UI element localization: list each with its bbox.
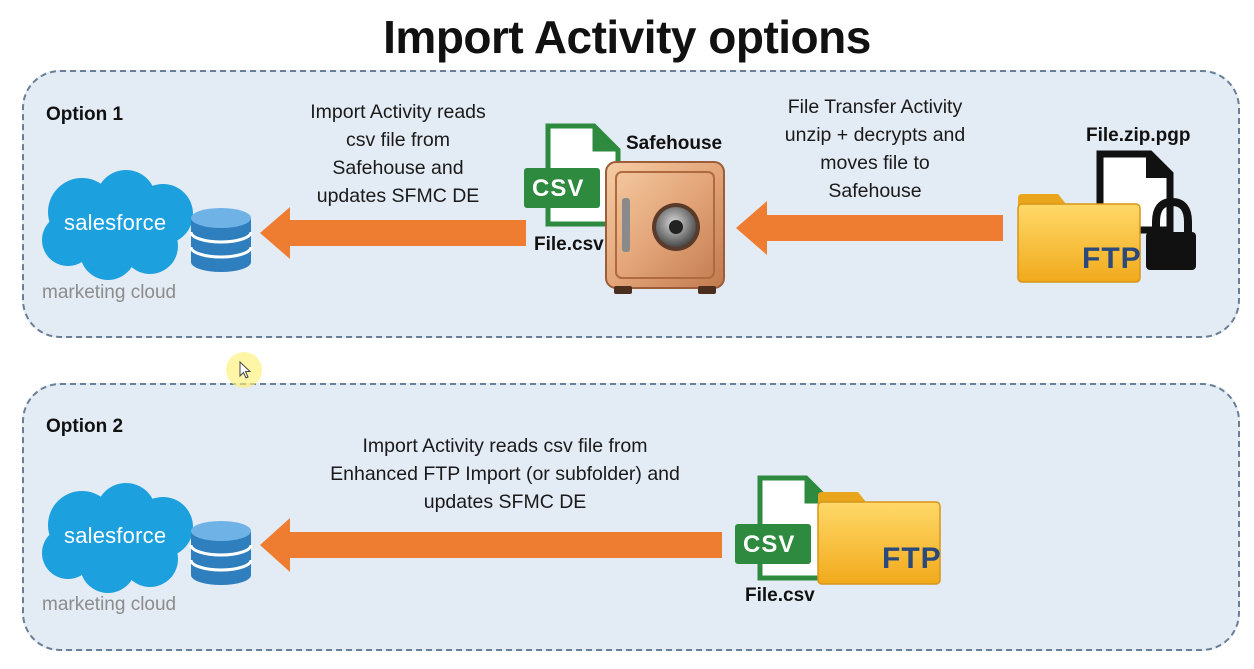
desc-line: updates SFMC DE xyxy=(423,491,587,513)
desc-line: File Transfer Activity xyxy=(787,96,963,118)
ftp-folder-text-2: FTP xyxy=(882,542,942,575)
arrow-to-safehouse xyxy=(736,201,1003,255)
desc-line: Import Activity reads xyxy=(310,101,486,123)
option-1-label: Option 1 xyxy=(46,104,124,125)
marketing-cloud-text-1: marketing cloud xyxy=(42,282,177,303)
marketing-cloud-text-2: marketing cloud xyxy=(42,594,177,615)
desc-line: updates SFMC DE xyxy=(316,185,480,207)
database-icon-2 xyxy=(189,521,253,585)
desc-line: Enhanced FTP Import (or subfolder) and xyxy=(330,463,680,485)
csv-badge-text-1: CSV xyxy=(532,175,585,202)
desc-line: csv file from xyxy=(345,129,450,151)
option-2-label: Option 2 xyxy=(46,416,124,437)
option-1-import-description: Import Activity reads csv file from Safe… xyxy=(258,98,538,210)
ftp-folder-icon-1 xyxy=(1017,194,1141,283)
desc-line: Import Activity reads csv file from xyxy=(362,435,648,457)
desc-line: unzip + decrypts and xyxy=(784,124,966,146)
lock-icon xyxy=(1146,197,1196,270)
salesforce-logo-text-2: salesforce xyxy=(64,523,167,548)
csv-file-icon-2 xyxy=(735,475,833,581)
ftp-folder-text-1: FTP xyxy=(1082,242,1142,275)
salesforce-cloud-icon-1 xyxy=(42,170,193,280)
option-2-import-description: Import Activity reads csv file from Enha… xyxy=(300,432,710,516)
page-title: Import Activity options xyxy=(383,11,871,63)
file-csv-label-1: File.csv xyxy=(534,234,604,255)
salesforce-logo-text-1: salesforce xyxy=(64,210,167,235)
arrow-to-salesforce-2 xyxy=(260,518,722,572)
safehouse-label: Safehouse xyxy=(626,133,723,154)
pointer-icon xyxy=(239,360,252,379)
file-zip-pgp-label: File.zip.pgp xyxy=(1086,125,1191,146)
desc-line: Safehouse and xyxy=(332,157,464,179)
desc-line: Safehouse xyxy=(828,180,922,202)
desc-line: moves file to xyxy=(820,152,930,174)
option-2-panel xyxy=(22,383,1240,651)
database-icon-1 xyxy=(189,208,253,272)
salesforce-cloud-icon-2 xyxy=(42,483,193,593)
arrow-to-salesforce-1 xyxy=(260,207,526,259)
mouse-cursor-highlight xyxy=(226,352,262,388)
file-csv-label-2: File.csv xyxy=(745,585,815,606)
option-1-transfer-description: File Transfer Activity unzip + decrypts … xyxy=(744,93,1006,205)
ftp-folder-icon-2 xyxy=(817,492,941,585)
csv-file-icon-1 xyxy=(524,123,621,227)
safe-icon xyxy=(605,161,725,294)
csv-badge-text-2: CSV xyxy=(743,531,796,558)
